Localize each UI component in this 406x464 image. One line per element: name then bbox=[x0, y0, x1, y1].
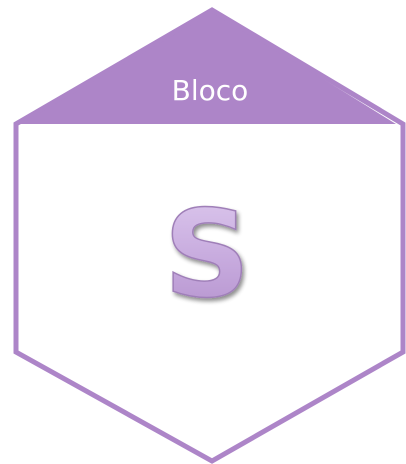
hexagon-outline bbox=[13, 7, 406, 464]
badge-letter: S bbox=[164, 186, 250, 325]
header-band bbox=[16, 10, 396, 124]
badge-label: Bloco bbox=[172, 74, 249, 107]
